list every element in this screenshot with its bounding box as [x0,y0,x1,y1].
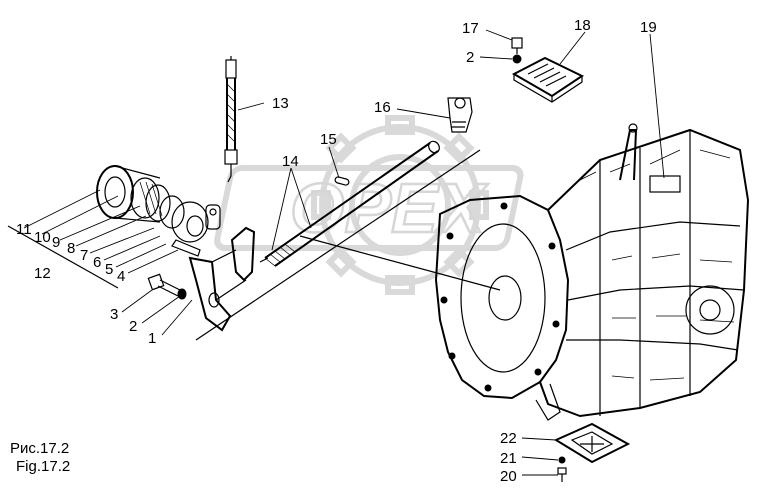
caption-ru: Рис.17.2 [10,440,70,457]
callout-7: 7 [80,247,88,264]
part-22-bottom-cover [553,422,631,464]
figure-caption: Рис.17.2 Fig.17.2 [10,440,70,476]
callout-12: 12 [34,265,51,282]
callout-19: 19 [640,19,657,36]
leader-lines [23,29,665,476]
assembly-line-shaft [299,235,501,291]
callout-8: 8 [67,240,75,257]
part-14-shaft [259,140,440,267]
caption-en: Fig.17.2 [16,458,71,475]
callout-22: 22 [500,430,517,447]
group-bracket-12 [7,225,119,289]
callout-17: 17 [462,20,479,37]
callout-5: 5 [105,261,113,278]
callout-9: 9 [52,234,60,251]
part-18-cover [511,56,585,103]
part-15-key [334,176,350,186]
part-20-bolt [557,467,567,482]
watermark-logo: OPEX [214,115,524,295]
callout-13: 13 [272,95,289,112]
callout-6: 6 [93,254,101,271]
part-1-release-fork [188,226,256,332]
part-3-bolt [147,273,181,297]
release-bearing-assembly [96,165,221,257]
callout-15: 15 [320,131,337,148]
callout-11: 11 [16,221,32,238]
callout-1: 1 [148,330,156,347]
watermark-text: OPEX [290,169,489,247]
callout-16: 16 [374,99,391,116]
part-21-washer [558,456,566,464]
callout-10: 10 [34,229,51,246]
part-13-hose [224,56,238,183]
callout-21: 21 [500,450,517,467]
callout-2: 2 [129,318,137,335]
callout-labels: 1 2 3 4 5 6 7 8 9 10 11 12 13 14 15 16 1… [16,17,657,485]
group-bracket-1-2 [195,149,481,341]
callout-18: 18 [574,17,591,34]
callout-2-upper: 2 [466,49,474,66]
part-2-washer [177,288,187,300]
gearbox-housing [434,123,750,421]
callout-4: 4 [117,268,125,285]
callout-3: 3 [110,306,118,323]
callout-20: 20 [500,468,517,485]
part-2-upper-washer [512,54,522,64]
callout-14: 14 [282,153,299,170]
part-16-elbow-fitting [447,97,473,133]
part-17-bolt [511,37,523,54]
